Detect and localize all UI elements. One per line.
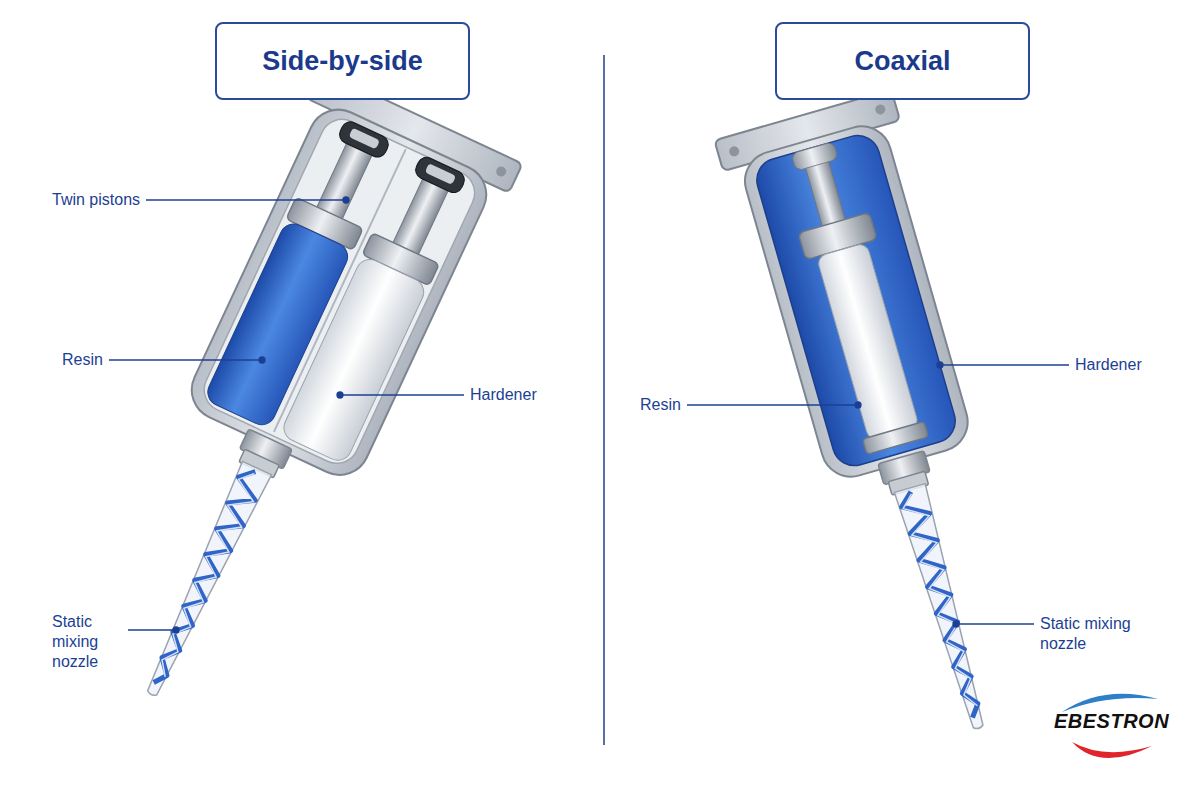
divider-line: [603, 55, 605, 745]
part-label: Hardener: [470, 385, 537, 405]
piston-cap: [337, 119, 392, 160]
leader-dot: [953, 621, 959, 627]
leader-line: [687, 404, 858, 405]
piston-cap: [413, 154, 468, 195]
coaxial-cartridge: [714, 90, 1067, 754]
part-label: Twin pistons: [52, 190, 140, 210]
heading-text: Side-by-side: [262, 46, 423, 77]
piston-cap-face: [425, 163, 456, 185]
leader-dot: [337, 392, 343, 398]
part-label: Hardener: [1075, 355, 1142, 375]
flange-hole: [728, 145, 740, 157]
housing-cavity: [197, 112, 482, 470]
logo-swoosh-blue: [1062, 694, 1158, 712]
piston-cap-face: [349, 128, 380, 150]
housing: [182, 100, 496, 485]
part-label: Resin: [62, 350, 103, 370]
bottom-ring: [862, 421, 928, 454]
leader-dot: [855, 402, 861, 408]
heading-box: Side-by-side: [215, 22, 470, 100]
leader-line: [146, 199, 346, 200]
logo-swoosh-red: [1072, 742, 1152, 758]
leader-line: [128, 629, 176, 630]
mixing-nozzle: [878, 451, 1002, 735]
leader-line: [956, 623, 1034, 624]
mixing-nozzle: [130, 429, 293, 705]
heading-text: Coaxial: [854, 46, 950, 77]
leader-dot: [173, 627, 179, 633]
hardener-chamber: [279, 255, 428, 465]
part-label: Static mixing nozzle: [52, 612, 122, 672]
part-label: Static mixing nozzle: [1040, 614, 1160, 654]
leader-line: [940, 364, 1069, 365]
hardener-annulus: [752, 130, 961, 470]
leader-dot: [259, 357, 265, 363]
leader-line: [109, 359, 262, 360]
leader-lines: [109, 197, 1069, 633]
piston-cap: [791, 142, 838, 171]
leader-line: [340, 394, 464, 395]
brand-logo: EBESTRON: [1054, 711, 1169, 731]
flange-hole: [495, 165, 508, 178]
leader-dot: [343, 197, 349, 203]
flange-hole: [874, 103, 886, 115]
leader-dot: [937, 362, 943, 368]
part-label: Resin: [640, 395, 681, 415]
side-by-side-cartridge: [50, 69, 523, 742]
housing: [738, 119, 975, 483]
heading-box: Coaxial: [775, 22, 1030, 100]
resin-tube: [816, 242, 919, 441]
